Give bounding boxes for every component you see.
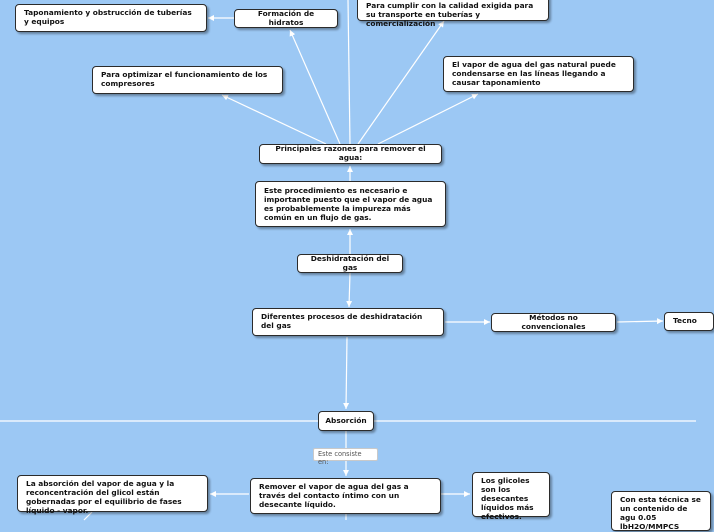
- node-vapor-condensar-text: El vapor de agua del gas natural puede c…: [452, 60, 616, 87]
- connector-razones-calidad: [357, 20, 445, 145]
- connector-razones-compresores: [221, 94, 327, 145]
- node-glicoles-text: Los glicoles son los desecantes líquidos…: [481, 476, 534, 521]
- node-remover-agua-text: Remover el vapor de agua del gas a travé…: [259, 482, 409, 509]
- connector-deshidratacion-procesos: [346, 272, 353, 308]
- node-absorcion-text: Absorción: [325, 415, 367, 425]
- node-deshidratacion-text: Deshidratación del gas: [310, 253, 390, 272]
- node-tecno-text: Tecno: [673, 316, 697, 325]
- node-razones-text: Principales razones para remover el agua…: [275, 144, 426, 162]
- node-tecnica[interactable]: Con esta técnica se un contenido de agu …: [611, 491, 711, 531]
- node-remover-agua[interactable]: Remover el vapor de agua del gas a travé…: [250, 478, 441, 514]
- connector-procesos-absorcion: [343, 336, 350, 410]
- edge-label-consiste: Este consiste en:: [313, 448, 378, 466]
- node-procedimiento-text: Este procedimiento es necesario e import…: [264, 186, 433, 222]
- node-tecno[interactable]: Tecno: [664, 312, 714, 331]
- edge-label-consiste-text: Este consiste en:: [318, 450, 362, 466]
- node-razones[interactable]: Principales razones para remover el agua…: [259, 144, 442, 164]
- node-absorcion[interactable]: Absorción: [318, 411, 374, 431]
- node-tecnica-text: Con esta técnica se un contenido de agu …: [620, 495, 701, 531]
- node-vapor-condensar[interactable]: El vapor de agua del gas natural puede c…: [443, 56, 634, 92]
- node-compresores-text: Para optimizar el funcionamiento de los …: [101, 70, 268, 88]
- connector-razones-vapor: [377, 93, 479, 145]
- node-taponamiento-text: Taponamiento y obstrucción de tuberías y…: [24, 8, 192, 26]
- node-procesos[interactable]: Diferentes procesos de deshidratación de…: [252, 308, 444, 336]
- connector-razones-hidratos: [289, 29, 341, 145]
- connector-metodos-tecno: [616, 318, 664, 325]
- node-taponamiento[interactable]: Taponamiento y obstrucción de tuberías y…: [15, 4, 207, 32]
- node-hidratos-text: Formación de hidratos: [257, 8, 315, 27]
- node-calidad-text: Para cumplir con la calidad exigida para…: [366, 1, 534, 28]
- connector-trunk: [347, 0, 351, 145]
- node-deshidratacion[interactable]: Deshidratación del gas: [297, 254, 403, 273]
- node-hidratos[interactable]: Formación de hidratos: [234, 9, 338, 28]
- node-metodos-no-convencionales[interactable]: Métodos no convencionales: [491, 313, 616, 332]
- node-glicoles[interactable]: Los glicoles son los desecantes líquidos…: [472, 472, 550, 520]
- node-absorcion-vapor-text: La absorción del vapor de agua y la reco…: [26, 479, 182, 515]
- node-calidad[interactable]: Para cumplir con la calidad exigida para…: [357, 0, 549, 28]
- node-compresores[interactable]: Para optimizar el funcionamiento de los …: [92, 66, 283, 94]
- connector-absorcion-vapor-down: [83, 511, 93, 521]
- node-absorcion-vapor[interactable]: La absorción del vapor de agua y la reco…: [17, 475, 208, 515]
- node-metodos-no-convencionales-text: Métodos no convencionales: [521, 312, 586, 331]
- node-procesos-text: Diferentes procesos de deshidratación de…: [261, 312, 423, 330]
- node-procedimiento[interactable]: Este procedimiento es necesario e import…: [255, 181, 446, 227]
